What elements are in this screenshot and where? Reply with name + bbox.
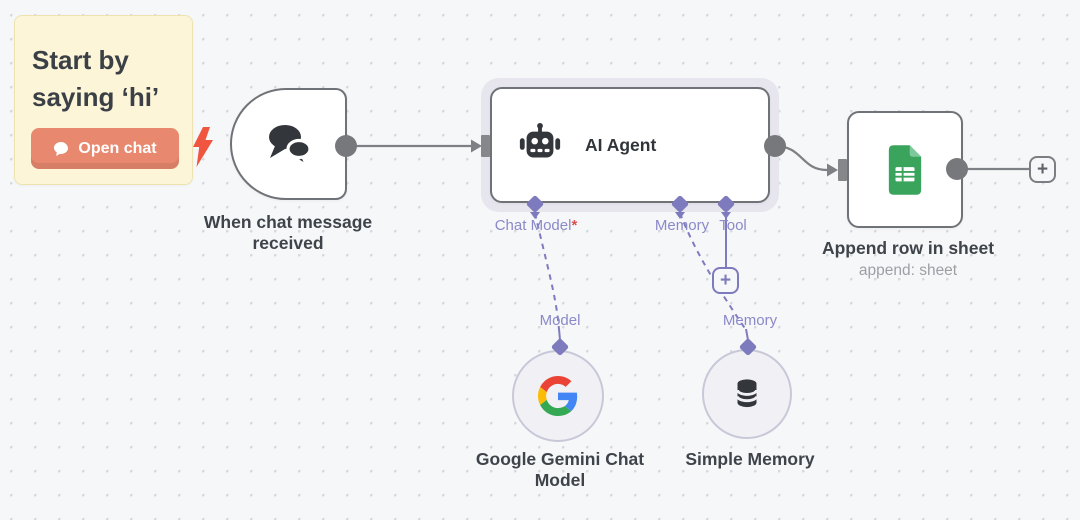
open-chat-button-label: Open chat [78,139,157,157]
sheet-node-subtitle: append: sheet [858,262,958,279]
trigger-output-endpoint[interactable] [335,135,357,157]
gemini-model-port-label: Model [539,312,581,329]
sheet-node-label: Append row in sheet [821,238,995,258]
node-google-gemini-chat-model[interactable] [512,350,604,442]
chat-bubble-icon [54,141,69,156]
agent-output-endpoint[interactable] [764,135,786,157]
google-g-icon [538,376,578,416]
simple-memory-port-label: Memory [722,312,778,329]
chat-model-port-arrow [530,212,540,219]
plus-icon: + [1036,159,1049,180]
memory-port-label: Memory [654,217,710,234]
agent-input-endpoint[interactable] [481,135,490,157]
node-when-chat-message-received[interactable] [230,88,347,200]
chat-model-port-label: Chat Model* [495,217,578,234]
tool-port-label: Tool [719,217,747,234]
node-simple-memory[interactable] [702,349,792,439]
sheet-output-endpoint[interactable] [946,158,968,180]
robot-icon [519,122,561,158]
trigger-node-label: When chat message received [203,212,373,254]
chat-model-port-text: Chat Model [494,217,572,234]
node-append-row-in-sheet[interactable] [847,111,963,228]
sheet-input-endpoint[interactable] [838,159,847,181]
tool-port-arrow [721,212,731,219]
chat-bubbles-icon [268,125,312,170]
open-chat-button[interactable]: Open chat [31,128,179,169]
add-tool-plus-button[interactable]: + [712,267,739,294]
agent-node-title: AI Agent [585,134,657,155]
arrowhead-sheet-input [827,163,838,177]
chat-model-required-mark: * [571,217,578,234]
simple-memory-node-label: Simple Memory [685,449,815,469]
trigger-bolt-icon [193,127,213,167]
sticky-note-title: Start by saying ‘hi’ [32,45,160,112]
memory-port-arrow [675,212,685,219]
gemini-node-label: Google Gemini Chat Model [475,449,645,491]
plus-icon: + [719,270,732,291]
google-sheets-icon [888,144,922,195]
database-icon [736,379,758,408]
node-ai-agent[interactable]: AI Agent [490,87,770,203]
add-node-plus-button[interactable]: + [1029,156,1056,183]
sticky-note[interactable]: Start by saying ‘hi’ Open chat [14,15,193,185]
